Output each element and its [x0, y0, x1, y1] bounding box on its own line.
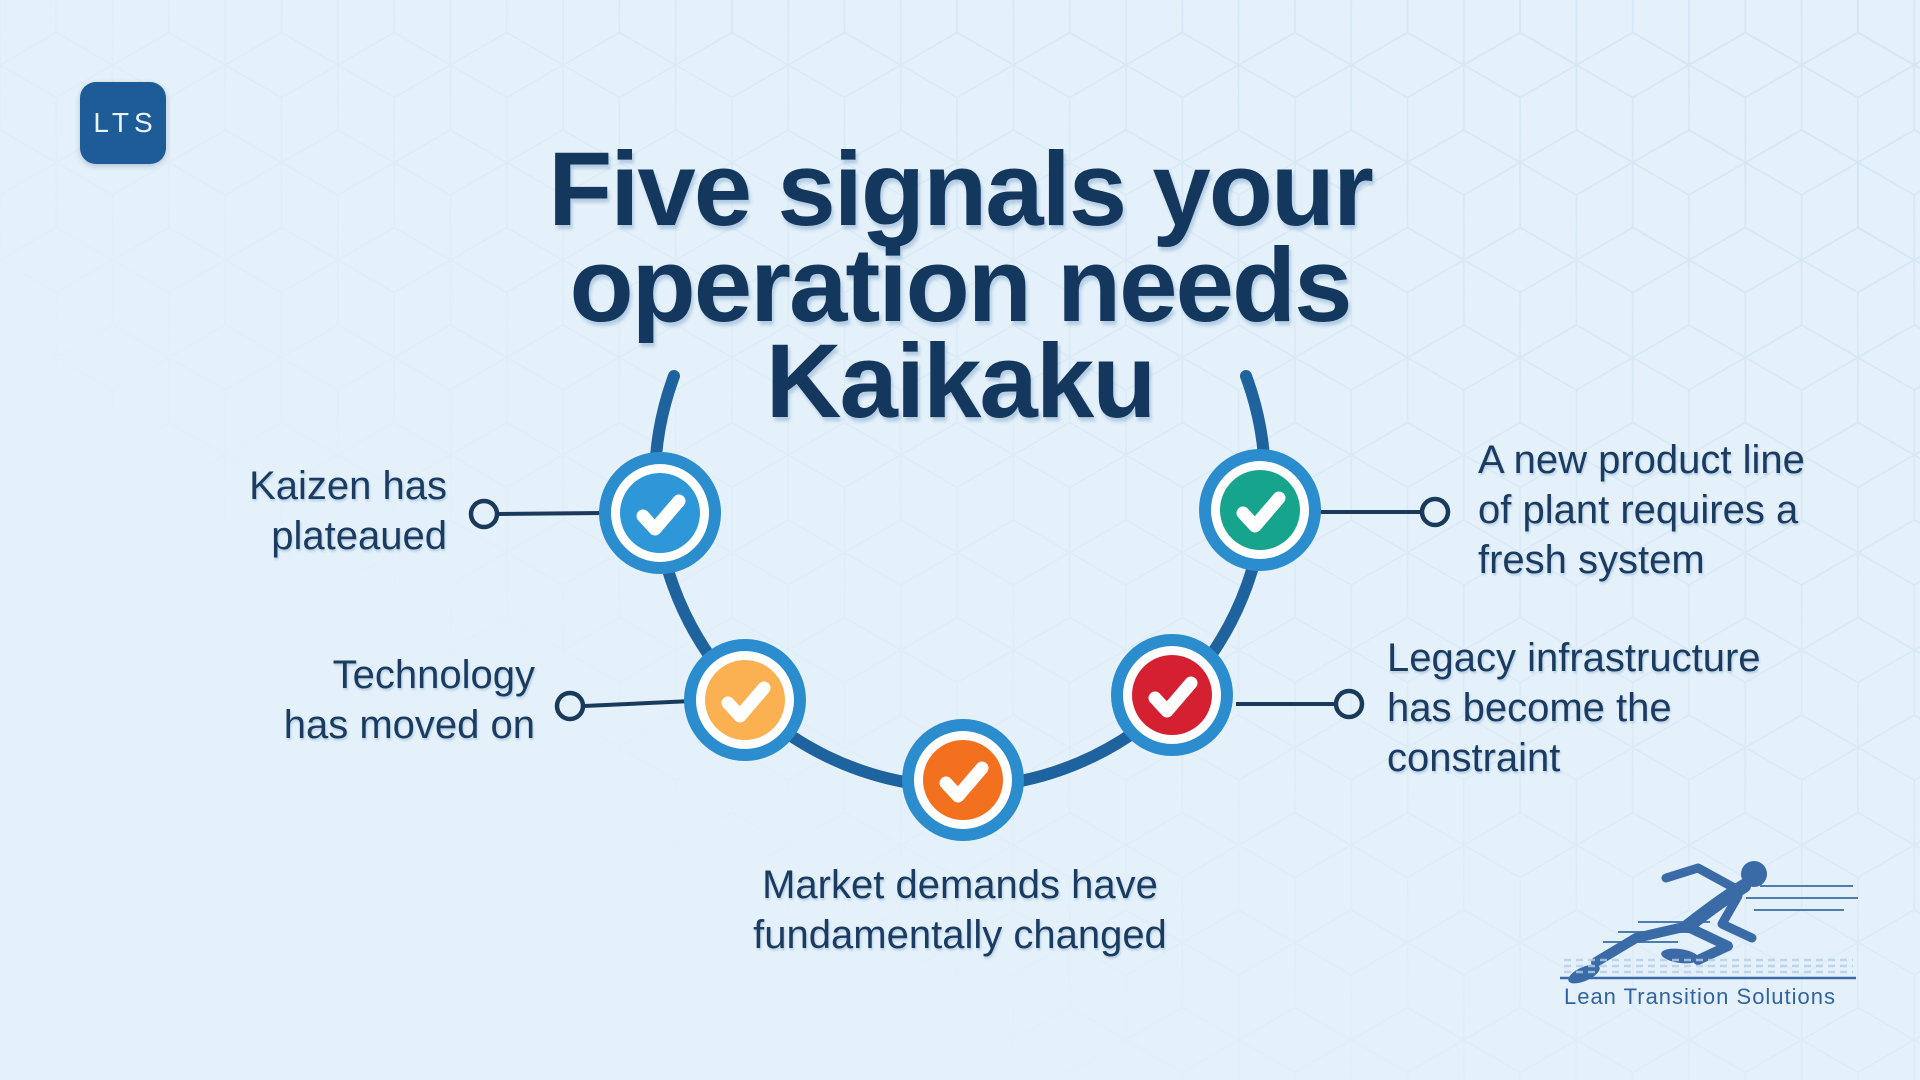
page-title: Five signals your operation needs Kaikak… [0, 131, 1920, 440]
leader-ring [554, 690, 586, 722]
sprinter-icon [1568, 861, 1767, 984]
node-market [902, 719, 1024, 841]
node-core [705, 660, 785, 740]
check-icon [1148, 676, 1198, 718]
node-legacy [1111, 634, 1233, 756]
connector-legacy [1236, 688, 1365, 720]
label-technology: Technology has moved on [283, 653, 535, 747]
lts-badge: LTS [80, 82, 166, 164]
node-technology [684, 639, 806, 761]
node-kaizen [599, 452, 721, 574]
check-icon [721, 681, 771, 723]
leader-line [583, 699, 693, 708]
label-market: Market demands have fundamentally change… [753, 863, 1167, 957]
check-icon [1236, 491, 1286, 533]
check-icon [636, 494, 686, 536]
label-kaizen: Kaizen has plateaued [249, 464, 447, 558]
node-core [1132, 655, 1212, 735]
check-icon [939, 761, 989, 803]
connector-kaizen [468, 498, 605, 530]
leader-ring [1333, 688, 1365, 720]
connector-new-product [1320, 496, 1451, 528]
sprinter-back-leg [1591, 921, 1693, 967]
node-core [620, 473, 700, 553]
sprinter-front-arm [1717, 891, 1757, 943]
micro-text-band [1564, 958, 1853, 974]
node-new-product [1199, 449, 1321, 571]
sprinter-front-leg [1685, 923, 1733, 965]
node-core [1220, 470, 1300, 550]
lts-badge-label: LTS [93, 107, 158, 138]
node-core [923, 740, 1003, 820]
label-new-product: A new product line of plant requires a f… [1478, 438, 1805, 582]
sprinter-back-arm [1661, 863, 1743, 895]
leader-ring [1419, 496, 1451, 528]
label-legacy: Legacy infrastructure has become the con… [1387, 636, 1761, 780]
leader-line [497, 511, 605, 516]
title-line-3: Kaikaku [765, 323, 1157, 440]
title-line-2: operation needs [569, 227, 1353, 344]
lts-footer-logo: Lean Transition Solutions [1560, 861, 1858, 1009]
brand-wordmark: Lean Transition Solutions [1564, 984, 1836, 1009]
connector-technology [554, 690, 693, 722]
leader-ring [468, 498, 500, 530]
title-line-1: Five signals your [548, 131, 1374, 248]
